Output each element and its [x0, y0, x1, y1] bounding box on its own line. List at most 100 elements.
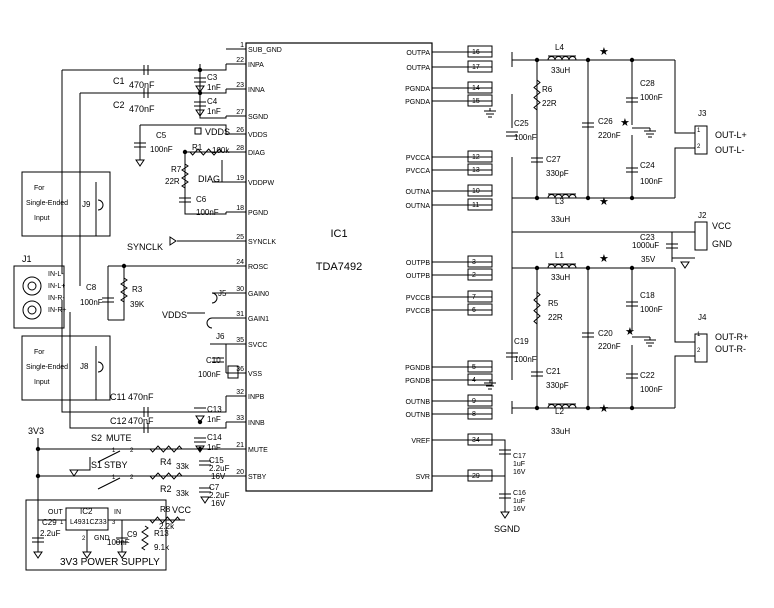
label-r6v: 22R: [542, 99, 557, 108]
pin-box: [467, 163, 493, 176]
star-l1: ★: [599, 253, 609, 265]
pin-name: OUTNB: [406, 412, 431, 419]
junction-dot: [182, 149, 188, 155]
pin-box: [467, 373, 493, 386]
capacitor-c24: [626, 167, 638, 173]
junction-dot: [121, 263, 127, 269]
label-inr-: IN-R-: [48, 295, 65, 302]
junction-dot: [585, 195, 591, 201]
resistor-r2: [149, 472, 183, 480]
pin-box: [467, 303, 493, 316]
label-se1: Single-Ended: [26, 200, 68, 207]
label-c20: C20: [598, 329, 613, 338]
label-c22v: 100nF: [640, 385, 663, 394]
label-c12: C12: [110, 416, 127, 426]
wire-inna: [80, 89, 227, 94]
pin-box: [467, 360, 493, 373]
pin-name: PGNDB: [405, 378, 430, 385]
pin-name: GAIN0: [248, 291, 269, 298]
label-j4p1: 1: [697, 332, 701, 338]
capacitor-c5: [134, 142, 146, 148]
ic1-left-pins: 1SUB_GND22INPA23INNA27SGND26VDDS28DIAG19…: [226, 42, 282, 481]
capacitor-c25: [506, 131, 518, 137]
label-c9: C9: [127, 530, 138, 539]
ic1-outline: [245, 42, 433, 492]
label-r13v: 9.1k: [154, 543, 170, 552]
ic1-part-number: TDA7492: [316, 261, 362, 273]
pin-number: 7: [472, 294, 476, 301]
label-ic2p: L4931CZ33: [70, 519, 107, 526]
capacitor-c23: [666, 243, 678, 249]
label-inpin: IN: [114, 509, 121, 516]
capacitor-c29: [32, 537, 44, 543]
wire-j3: [674, 60, 695, 198]
label-c4: C4: [207, 97, 218, 106]
pin-box: [467, 81, 493, 94]
label-c1: C1: [113, 76, 125, 86]
capacitor-c28: [626, 97, 638, 103]
label-j3p2: 2: [697, 144, 701, 150]
wire-j4: [674, 268, 695, 408]
label-c26: C26: [598, 117, 613, 126]
star-l3: ★: [599, 196, 609, 208]
label-vdds1: VDDS: [205, 127, 230, 137]
star-c26: ★: [620, 117, 630, 129]
resistor-r8: [149, 516, 181, 524]
pin-box: [467, 198, 493, 211]
vdds-flag: [194, 127, 202, 135]
label-l4: L4: [555, 43, 564, 52]
pin-number: 10: [472, 188, 480, 195]
pin-name: OUTNB: [406, 399, 431, 406]
label-ic2p2: 2: [82, 536, 86, 542]
pin-box: [467, 433, 493, 446]
ground-b: [644, 337, 656, 347]
label-l2v: 33uH: [551, 427, 570, 436]
label-l4v: 33uH: [551, 66, 570, 75]
pin-name: STBY: [248, 474, 267, 481]
pin-number: 32: [236, 389, 244, 396]
pin-name: PGNDB: [405, 365, 430, 372]
wire-s1-gnd: [74, 457, 91, 471]
label-inr+: IN-R+: [48, 307, 66, 314]
junction-dot: [629, 405, 635, 411]
label-r8v: 2.2k: [159, 522, 175, 531]
label-j3p1: 1: [697, 128, 701, 134]
pin-box: [467, 290, 493, 303]
junction-dot: [35, 446, 41, 452]
junction-dot: [629, 57, 635, 63]
pin-box: [467, 469, 493, 482]
jumper-j5-j6: [206, 292, 218, 329]
label-ic2p3: 3: [112, 520, 116, 526]
label-c17v: 1uF: [513, 461, 525, 468]
star-l2: ★: [599, 403, 609, 415]
resistor-r1: [189, 148, 223, 156]
label-c25v: 100nF: [514, 133, 537, 142]
label-p4: 2: [130, 475, 134, 481]
label-c17: C17: [513, 453, 526, 460]
capacitor-c3: [194, 77, 206, 83]
label-j2: J2: [698, 211, 707, 220]
pin-number: 11: [472, 202, 479, 209]
label-c24: C24: [640, 161, 655, 170]
resistor-r5: [533, 291, 541, 325]
pin-name: SVCC: [248, 342, 267, 349]
ground-c14: [195, 445, 205, 453]
jack-right-inner: [27, 305, 37, 315]
label-c15: C15: [209, 456, 224, 465]
label-c7: C7: [209, 483, 220, 492]
label-c23r: 35V: [641, 255, 656, 264]
pin-number: 2: [472, 272, 476, 279]
pin-name: OUTNA: [406, 189, 431, 196]
label-c16v: 1uF: [513, 498, 525, 505]
label-out: OUT: [48, 509, 64, 516]
label-c29: C29: [42, 518, 57, 527]
pin-name: OUTPB: [406, 260, 430, 267]
label-vdds2: VDDS: [162, 310, 187, 320]
pin-number: 28: [236, 145, 244, 152]
label-r6: R6: [542, 85, 553, 94]
pin-name: PVCCB: [406, 295, 430, 302]
pin-name: PGNDA: [405, 99, 430, 106]
pin-number: 23: [236, 82, 244, 89]
ground-c13: [195, 415, 205, 423]
label-in2: Input: [34, 379, 50, 386]
